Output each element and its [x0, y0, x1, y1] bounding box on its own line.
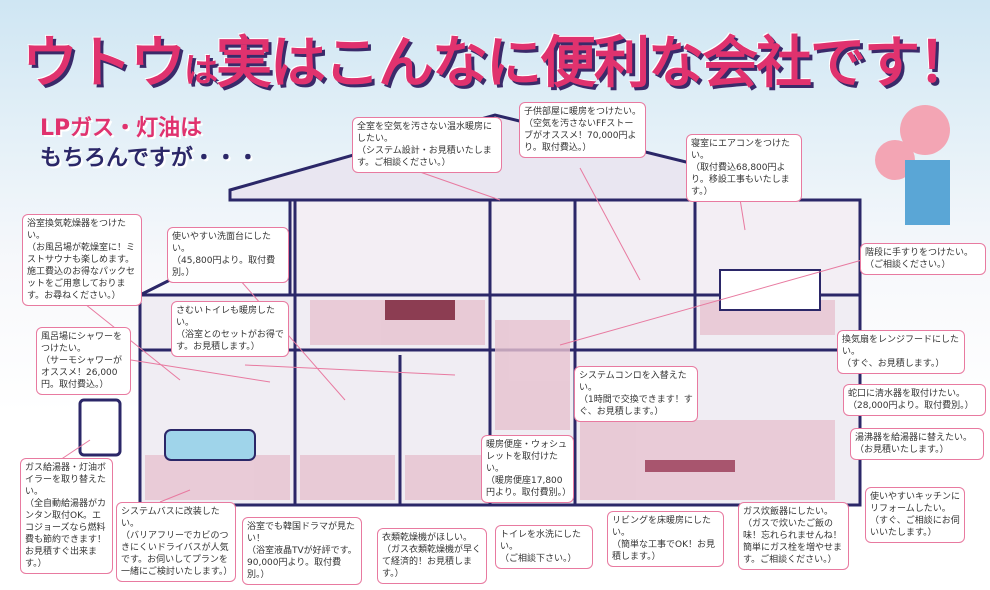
- page-title: ウトウは実はこんなに便利な会社です！: [22, 18, 974, 99]
- callout-stair-handrail: 階段に手すりをつけたい。 （ご相談ください。）: [860, 243, 986, 275]
- callout-range-hood: 換気扇をレンジフードにしたい。 （すぐ、お見積します。）: [837, 330, 965, 374]
- callout-bath-dryer: 浴室換気乾燥器をつけたい。 （お風呂場が乾燥室に！ミストサウナも楽しめます。施工…: [22, 214, 142, 306]
- callout-gas-boiler: ガス給湯器・灯油ボイラーを取り替えたい。 （全自動給湯器がカンタン取付OK。エコ…: [20, 458, 113, 574]
- callout-bathroom-tv: 浴室でも韓国ドラマが見たい！ （浴室液晶TVが好評です。90,000円より。取付…: [242, 517, 362, 585]
- callout-water-purifier: 蛇口に清水器を取付けたい。 （28,000円より。取付費別。）: [843, 384, 986, 416]
- callout-kids-room-heater: 子供部屋に暖房をつけたい。 （空気を汚さないFFストーブがオススメ！70,000…: [519, 102, 646, 158]
- callout-washbasin: 使いやすい洗面台にしたい。 （45,800円より。取付費別。）: [167, 227, 289, 283]
- callout-gas-rice-cooker: ガス炊飯器にしたい。 （ガスで炊いたご飯の味！忘れられませんね！簡単にガス栓を増…: [738, 502, 849, 570]
- callout-floor-heating: リビングを床暖房にしたい。 （簡単な工事でOK！お見積します。）: [607, 511, 724, 567]
- company-name: ウトウ: [22, 31, 186, 96]
- callout-toilet-heating: さむいトイレも暖房したい。 （浴室とのセットがお得です。お見積します。）: [171, 301, 289, 357]
- callout-bedroom-aircon: 寝室にエアコンをつけたい。 （取付費込68,800円より。移設工事もいたします。…: [686, 134, 802, 202]
- callout-water-heater: 湯沸器を給湯器に替えたい。 （お見積いたします。）: [850, 428, 984, 460]
- callout-kitchen-reform: 使いやすいキッチンにリフォームしたい。 （すぐ、ご相談にお伺いいたします。）: [865, 487, 965, 543]
- callout-clothes-dryer: 衣類乾燥機がほしい。 （ガス衣類乾燥機が早くて経済的！お見積します。）: [377, 528, 487, 584]
- subtitle: LPガス・灯油はもちろんですが・・・: [40, 114, 259, 174]
- title-particle: は: [184, 51, 218, 91]
- subtitle-line1: LPガス・灯油は: [40, 116, 203, 141]
- callout-washlet: 暖房便座・ウォシュレットを取付けたい。 （暖房便座17,800円より。取付費別。…: [481, 435, 574, 503]
- subtitle-line2: もちろんですが・・・: [40, 146, 259, 171]
- callout-shower: 風呂場にシャワーをつけたい。 （サーモシャワーがオススメ！26,000円。取付費…: [36, 327, 131, 395]
- callout-system-bath: システムバスに改装したい。 （バリアフリーでカビのつきにくいドライバスが人気です…: [116, 502, 236, 582]
- title-main: 実はこんなに便利な会社です！: [216, 31, 974, 96]
- callout-hot-water-heating: 全室を空気を汚さない温水暖房にしたい。 （システム設計・お見積いたします。ご相談…: [352, 117, 502, 173]
- callout-flush-toilet: トイレを水洗にしたい。 （ご相談下さい。）: [495, 525, 593, 569]
- callout-system-stove: システムコンロを入替えたい。 （1時間で交換できます！すぐ、お見積します。）: [574, 366, 698, 422]
